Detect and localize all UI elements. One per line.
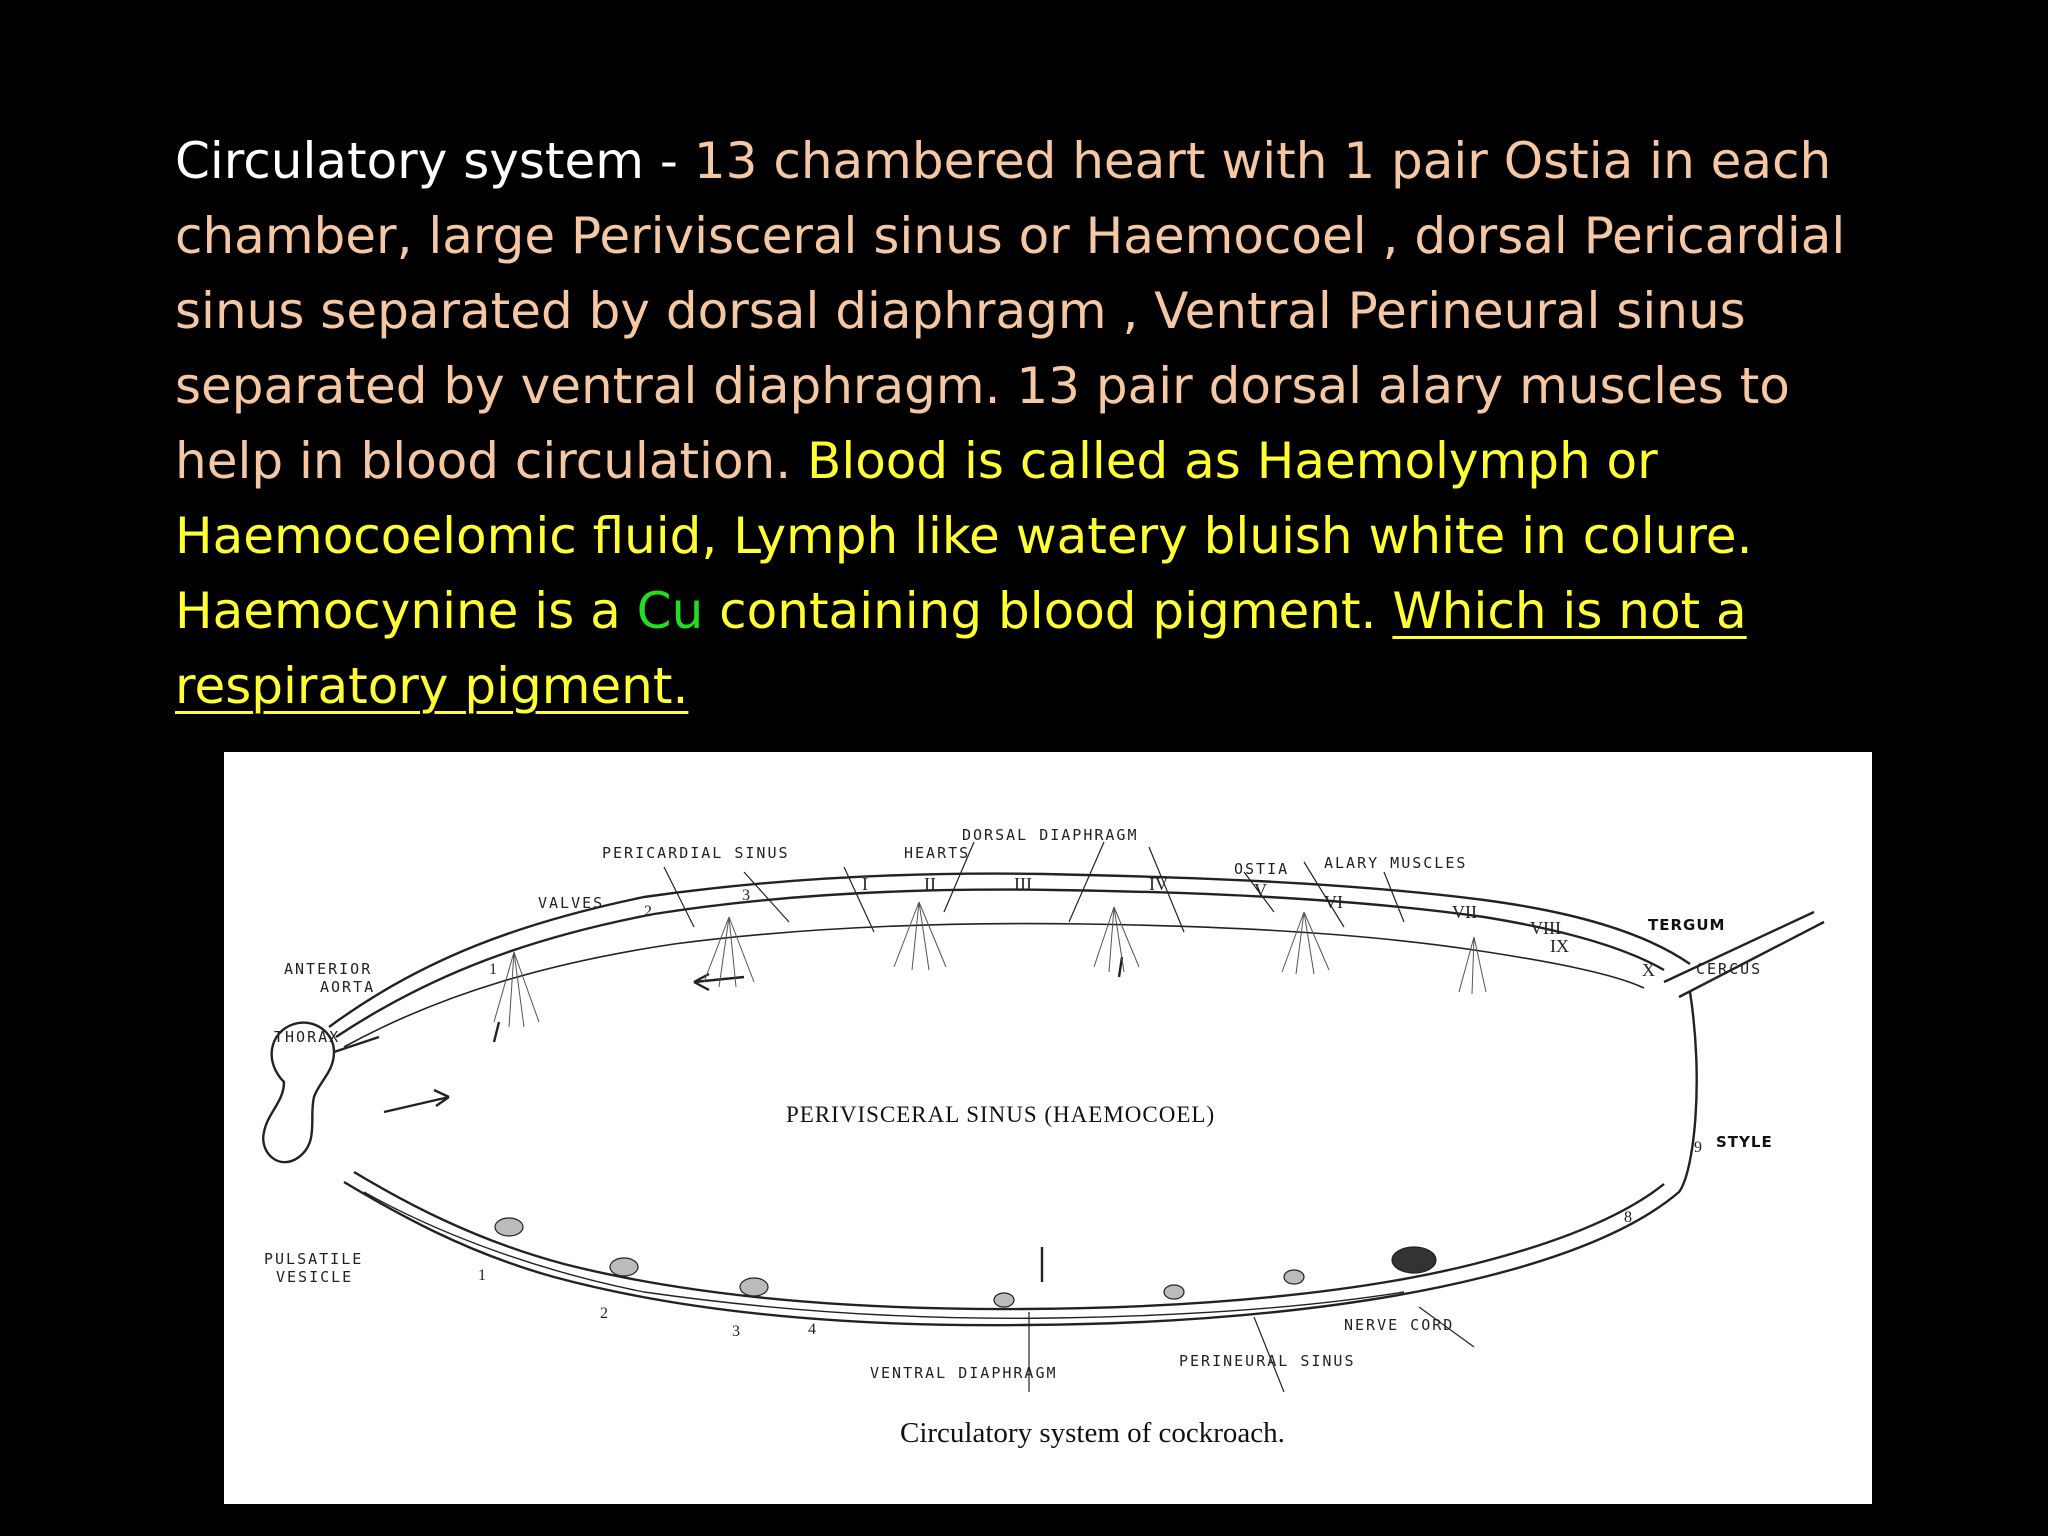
text-pigment: containing blood pigment. (703, 582, 1393, 640)
dorsal-wall-inner (335, 888, 1665, 1039)
label-valves: VALVES (538, 894, 604, 912)
pulsatile-vesicle-shape (262, 1021, 336, 1164)
chamber-IX: IX (1550, 936, 1569, 956)
ventral-seg-3: 3 (732, 1323, 740, 1340)
chamber-III: III (1014, 874, 1032, 894)
label-vesicle: VESICLE (276, 1268, 353, 1286)
text-blood-description: Blood is called as Haemolymph or Haemoco… (175, 432, 1753, 640)
flow-arrow-2 (383, 1088, 450, 1114)
nerve-cord-line (363, 1191, 1405, 1319)
circulatory-diagram: DORSAL DIAPHRAGM PERICARDIAL SINUS HEART… (224, 752, 1872, 1504)
ganglia (494, 1217, 1437, 1308)
text-underlined-note: Which is not a respiratory pigment. (175, 582, 1747, 715)
ventral-wall-outer (343, 991, 1698, 1327)
label-dorsal-diaphragm: DORSAL DIAPHRAGM (962, 826, 1139, 844)
chamber-II: II (924, 874, 936, 894)
label-tergum: TERGUM (1648, 916, 1725, 934)
aorta-line (333, 1035, 380, 1054)
chamber-VI: VI (1324, 892, 1343, 912)
ventral-seg-9: 9 (1694, 1139, 1702, 1156)
cercus-shape (1663, 910, 1825, 999)
label-ostia: OSTIA (1234, 860, 1289, 878)
label-alary-muscles: ALARY MUSCLES (1324, 854, 1467, 872)
chamber-I: I (862, 874, 868, 894)
text-heart-description: 13 chambered heart with 1 pair Ostia in … (175, 132, 1846, 490)
ventral-wall-inner (353, 1170, 1665, 1311)
slide-body-text: Circulatory system - 13 chambered heart … (175, 124, 1895, 724)
body-outline (262, 841, 1825, 1393)
ventral-seg-4: 4 (808, 1321, 816, 1338)
label-nerve-cord: NERVE CORD (1344, 1316, 1454, 1334)
label-hearts: HEARTS (904, 844, 970, 862)
label-thorax: THORAX (274, 1028, 340, 1046)
label-style: STYLE (1716, 1133, 1773, 1151)
dorsal-seg-3: 3 (742, 887, 750, 904)
figure-caption: Circulatory system of cockroach. (900, 1417, 1285, 1449)
alary-muscle-fans (493, 901, 1487, 1028)
flow-arrow-1 (693, 972, 745, 992)
leader-lines-top (663, 841, 1405, 933)
chamber-X: X (1642, 960, 1655, 980)
label-ventral-diaphragm: VENTRAL DIAPHRAGM (870, 1364, 1058, 1382)
text-heading: Circulatory system - (175, 132, 694, 190)
chamber-VII: VII (1452, 902, 1477, 922)
flow-arrow-3 (492, 956, 1124, 1282)
ventral-seg-8: 8 (1624, 1209, 1632, 1226)
chamber-VIII: VIII (1530, 918, 1561, 938)
ventral-seg-1: 1 (478, 1267, 486, 1284)
dorsal-wall-outer (328, 872, 1691, 1028)
heart-tube (343, 922, 1645, 1048)
diagram-svg: DORSAL DIAPHRAGM PERICARDIAL SINUS HEART… (262, 826, 1825, 1449)
leader-lines-bottom (1028, 1306, 1475, 1393)
label-pericardial-sinus: PERICARDIAL SINUS (602, 844, 790, 862)
ventral-seg-2: 2 (600, 1305, 608, 1322)
label-anterior: ANTERIOR (284, 960, 372, 978)
chamber-V: V (1254, 880, 1267, 900)
dorsal-seg-1: 1 (489, 961, 497, 978)
text-cu-highlight: Cu (636, 582, 704, 640)
label-perineural-sinus: PERINEURAL SINUS (1179, 1352, 1356, 1370)
label-perivisceral-sinus: PERIVISCERAL SINUS (HAEMOCOEL) (786, 1102, 1215, 1127)
label-aorta: AORTA (320, 978, 375, 996)
dorsal-seg-2: 2 (644, 903, 652, 920)
label-cercus: CERCUS (1696, 960, 1762, 978)
label-pulsatile: PULSATILE (264, 1250, 363, 1268)
chamber-IV: IV (1149, 874, 1168, 894)
